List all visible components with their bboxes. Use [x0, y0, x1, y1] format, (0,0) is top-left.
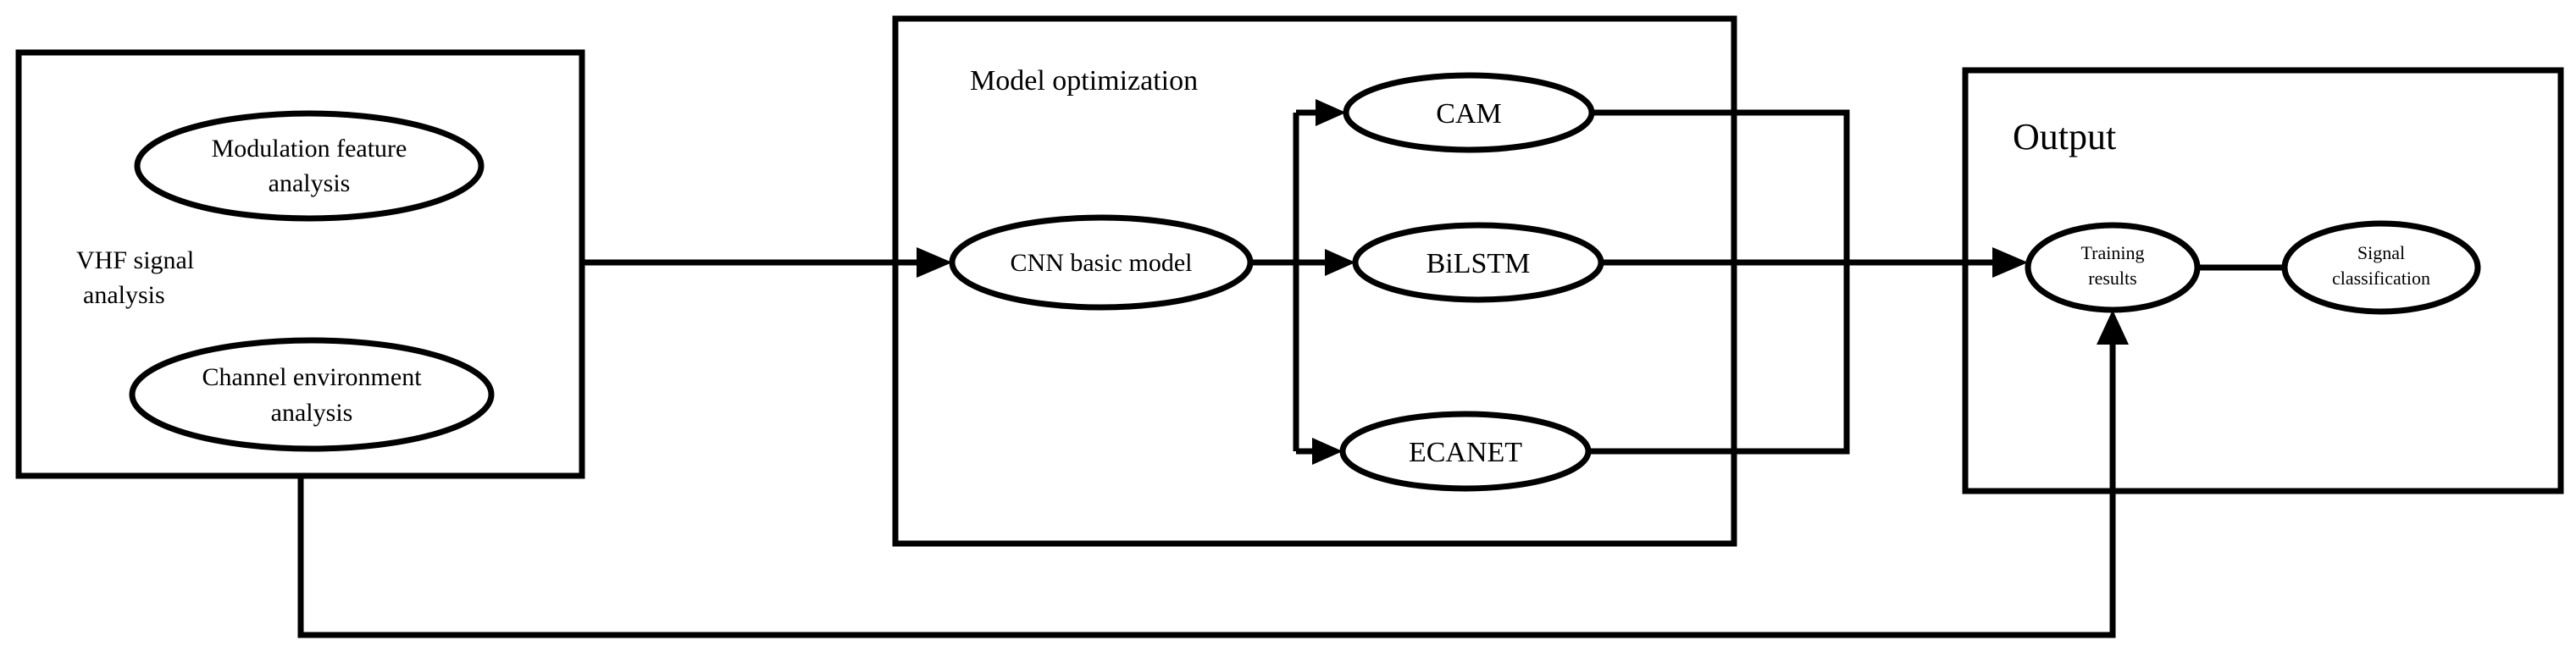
modulation-feature-label-line1: Modulation feature	[212, 135, 407, 163]
arrowhead-bilstm	[1325, 249, 1355, 276]
modulation-feature-label-line2: analysis	[269, 169, 351, 197]
channel-environment-node	[129, 337, 495, 452]
input-block-label-line2: analysis	[83, 281, 165, 309]
signal-classification-label-line2: classification	[2332, 268, 2430, 289]
arrowhead-cam	[1316, 99, 1346, 126]
output-block-frame	[1962, 67, 2564, 494]
channel-environment-label-line2: analysis	[271, 399, 353, 427]
ecanet-label: ECANET	[1409, 437, 1522, 468]
arrowhead-cnn	[917, 247, 952, 278]
training-results-label-line2: results	[2088, 268, 2136, 289]
training-results-label-line1: Training	[2081, 242, 2145, 263]
channel-environment-label-line1: Channel environment	[202, 363, 422, 391]
bilstm-label: BiLSTM	[1426, 248, 1531, 279]
merge-connector	[1588, 109, 1850, 455]
arrowhead-training-results	[1992, 247, 2028, 278]
arrowhead-ecanet	[1312, 438, 1343, 465]
arrowhead-feedback	[2097, 310, 2129, 345]
cnn-basic-model-label: CNN basic model	[1011, 249, 1193, 277]
model-block-frame	[892, 15, 1737, 547]
feedback-connector	[297, 343, 2116, 638]
model-block-title: Model optimization	[970, 65, 1198, 97]
signal-classification-label-line1: Signal	[2357, 242, 2405, 263]
modulation-feature-node	[134, 110, 485, 222]
cam-label: CAM	[1436, 98, 1501, 130]
output-block-title: Output	[2013, 116, 2116, 157]
input-block-label-line1: VHF signal	[76, 246, 194, 274]
